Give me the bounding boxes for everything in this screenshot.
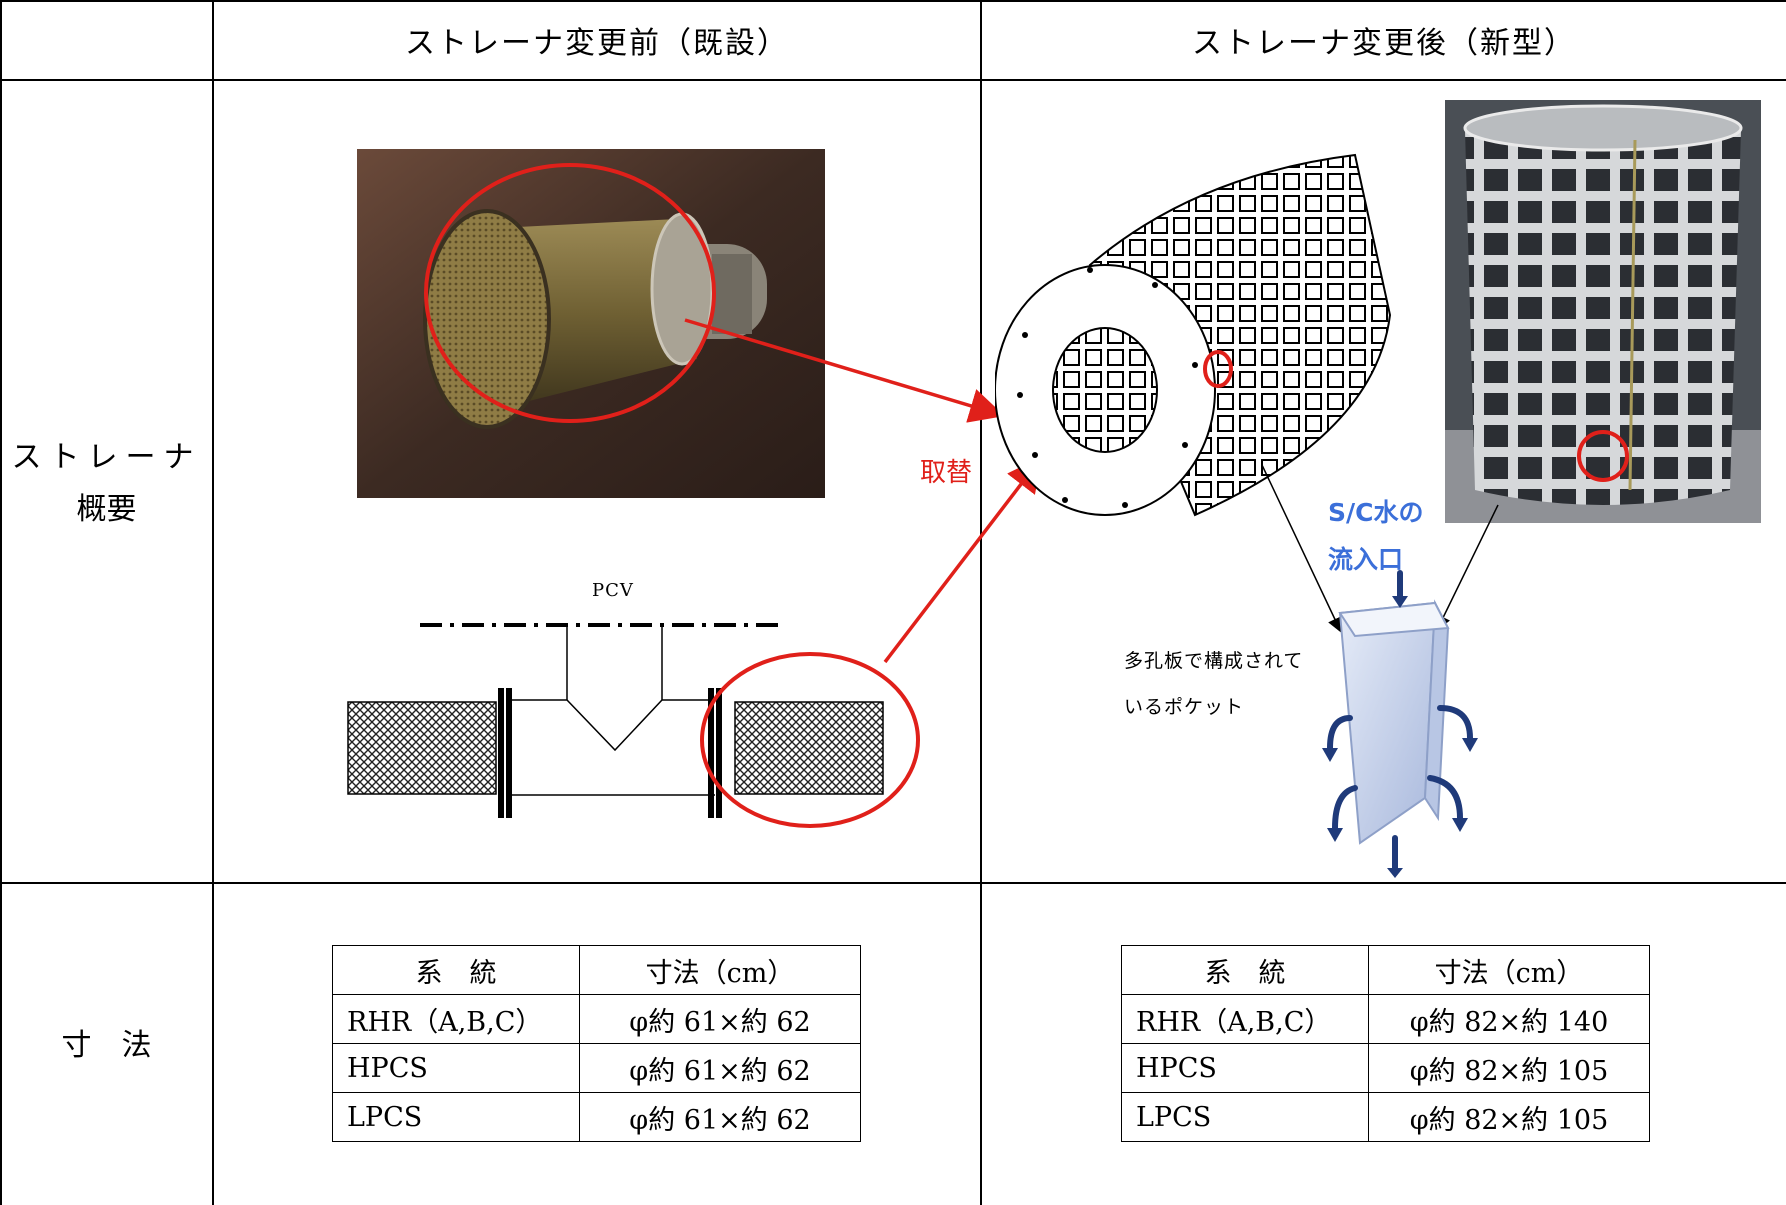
inlet-label-line2: 流入口 [1328, 545, 1404, 574]
header-before: ストレーナ変更前（既設） [405, 26, 789, 61]
header-divider [0, 79, 1786, 81]
highlight-circle-photo [424, 163, 716, 423]
cell-dimension: φ約 82×約 105 [1368, 1043, 1650, 1093]
table-header-row: 系 統 寸法（cm） [1121, 945, 1650, 995]
cell-dimension: φ約 82×約 105 [1368, 1092, 1650, 1142]
cell-system: RHR（A,B,C） [332, 994, 580, 1044]
new-strainer-photo [1445, 100, 1761, 523]
table-row: RHR（A,B,C） φ約 82×約 140 [1121, 994, 1650, 1044]
highlight-circle-drawing [1203, 350, 1233, 388]
row-label-dimensions: 寸 法 [61, 1028, 152, 1063]
inlet-label-line1: S/C水の [1328, 498, 1424, 527]
table-row: RHR（A,B,C） φ約 61×約 62 [332, 994, 861, 1044]
label-column-divider [212, 0, 214, 1205]
header-system: 系 統 [332, 945, 580, 995]
cell-dimension: φ約 82×約 140 [1368, 994, 1650, 1044]
row-label-overview-line1: ストレーナ [11, 440, 202, 475]
pocket-label-line2: いるポケット [1124, 696, 1245, 718]
cell-dimension: φ約 61×約 62 [579, 994, 861, 1044]
pocket-illustration [1322, 570, 1478, 878]
table-left-border [0, 0, 2, 1205]
table-row: LPCS φ約 61×約 62 [332, 1092, 861, 1142]
pocket-label-line1: 多孔板で構成されて [1124, 650, 1304, 672]
new-strainer-drawing [995, 153, 1392, 517]
cell-dimension: φ約 61×約 62 [579, 1043, 861, 1093]
pointer-arrows [1261, 464, 1499, 633]
table-row: HPCS φ約 61×約 62 [332, 1043, 861, 1093]
pcv-label: PCV [592, 580, 634, 601]
table-row: LPCS φ約 82×約 105 [1121, 1092, 1650, 1142]
table-row: HPCS φ約 82×約 105 [1121, 1043, 1650, 1093]
table-top-border [0, 0, 1786, 2]
table-header-row: 系 統 寸法（cm） [332, 945, 861, 995]
cell-dimension: φ約 61×約 62 [579, 1092, 861, 1142]
row-label-overview: ストレーナ 概要 [0, 432, 213, 536]
header-dimension: 寸法（cm） [1368, 945, 1650, 995]
highlight-circle-schematic [700, 652, 920, 828]
header-after: ストレーナ変更後（新型） [1192, 26, 1576, 61]
highlight-circle-new-photo [1577, 430, 1629, 482]
before-dimensions-table: 系 統 寸法（cm） RHR（A,B,C） φ約 61×約 62 HPCS φ約… [332, 945, 861, 1142]
replacement-arrows [684, 318, 1040, 664]
header-dimension: 寸法（cm） [579, 945, 861, 995]
cell-system: LPCS [1121, 1092, 1369, 1142]
header-system: 系 統 [1121, 945, 1369, 995]
center-column-divider [980, 0, 982, 1205]
cell-system: LPCS [332, 1092, 580, 1142]
replace-label: 取替 [920, 458, 973, 488]
existing-strainer-photo [357, 149, 825, 498]
cell-system: RHR（A,B,C） [1121, 994, 1369, 1044]
cell-system: HPCS [1121, 1043, 1369, 1093]
row-divider [0, 882, 1786, 884]
cell-system: HPCS [332, 1043, 580, 1093]
piping-schematic [347, 623, 884, 818]
after-dimensions-table: 系 統 寸法（cm） RHR（A,B,C） φ約 82×約 140 HPCS φ… [1121, 945, 1650, 1142]
row-label-overview-line2: 概要 [76, 492, 137, 527]
